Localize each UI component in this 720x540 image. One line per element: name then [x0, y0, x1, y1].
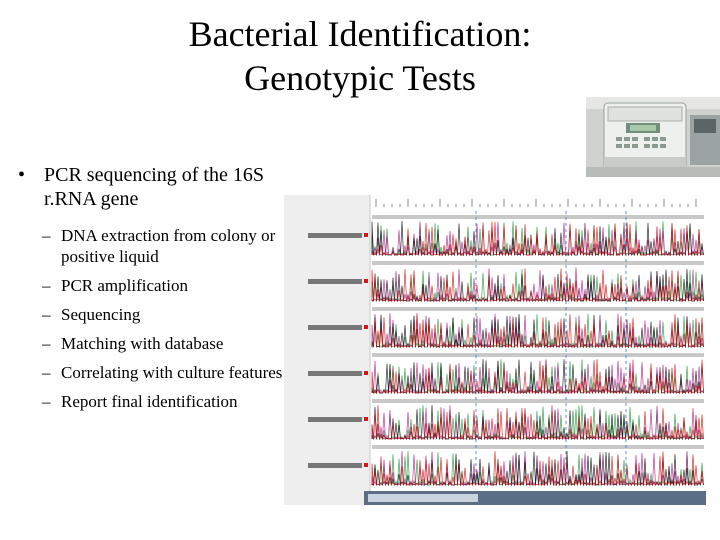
sample-flag-icon [364, 371, 368, 375]
base-call-strip [372, 353, 704, 357]
sub-bullet-text: DNA extraction from colony or positive l… [61, 226, 276, 266]
sample-label [308, 371, 362, 376]
sample-flag-icon [364, 279, 368, 283]
bullet-list: • PCR sequencing of the 16S r.RNA gene –… [18, 163, 288, 420]
trace-line [371, 267, 704, 303]
base-call-strip [372, 445, 704, 449]
base-call-strip [372, 215, 704, 219]
dash-icon: – [42, 226, 51, 245]
sub-bullet-text: Matching with database [61, 334, 224, 353]
sub-bullet-text: PCR amplification [61, 276, 189, 295]
base-call-strip [372, 399, 704, 403]
sample-label [308, 325, 362, 330]
trace-line [371, 221, 704, 257]
sample-flag-icon [364, 233, 368, 237]
trace-line [371, 220, 704, 257]
main-bullet-text: PCR sequencing of the 16S r.RNA gene [44, 164, 264, 210]
sub-bullet-text: Report final identification [61, 392, 238, 411]
trace-line [371, 451, 704, 487]
sub-bullet: –DNA extraction from colony or positive … [42, 225, 288, 267]
sub-bullet: –PCR amplification [42, 275, 288, 296]
sequencing-chromatogram [284, 195, 706, 505]
dash-icon: – [42, 276, 51, 295]
sub-bullet: –Sequencing [42, 304, 288, 325]
sub-bullet: –Matching with database [42, 333, 288, 354]
sub-bullet-text: Sequencing [61, 305, 141, 324]
sub-bullet: –Report final identification [42, 391, 288, 412]
base-call-strip [372, 307, 704, 311]
sample-flag-icon [364, 325, 368, 329]
trace-line [371, 269, 704, 303]
trace-line [371, 312, 704, 349]
title-line-2: Genotypic Tests [244, 58, 476, 98]
sample-flag-icon [364, 463, 368, 467]
trace-line [371, 405, 704, 441]
sub-bullet-text: Correlating with culture features [61, 363, 283, 382]
position-ruler [375, 199, 697, 207]
base-call-strip [372, 261, 704, 265]
sub-bullet: –Correlating with culture features [42, 362, 288, 383]
title-line-1: Bacterial Identification: [188, 14, 532, 54]
sample-label [308, 417, 362, 422]
dash-icon: – [42, 305, 51, 324]
thermocycler-photo [586, 97, 720, 177]
sample-label [308, 233, 362, 238]
sample-flag-icon [364, 417, 368, 421]
trace-line [371, 359, 704, 395]
trace-line [371, 359, 704, 395]
trace-line [371, 359, 704, 395]
trace-rows [308, 211, 704, 487]
trace-line [371, 451, 704, 487]
bullet-dot-icon: • [18, 164, 26, 186]
trace-line [371, 451, 704, 487]
dash-icon: – [42, 363, 51, 382]
slide-title: Bacterial Identification: Genotypic Test… [0, 12, 720, 100]
sample-label [308, 279, 362, 284]
dash-icon: – [42, 334, 51, 353]
status-field [368, 494, 478, 502]
trace-line [371, 313, 704, 349]
dash-icon: – [42, 392, 51, 411]
sub-bullet-list: –DNA extraction from colony or positive … [18, 225, 288, 412]
main-bullet: • PCR sequencing of the 16S r.RNA gene [18, 163, 288, 211]
trace-line [371, 405, 704, 441]
trace-line [371, 451, 704, 487]
trace-line [371, 221, 704, 257]
trace-line [371, 221, 704, 257]
trace-line [371, 268, 704, 303]
sample-label [308, 463, 362, 468]
